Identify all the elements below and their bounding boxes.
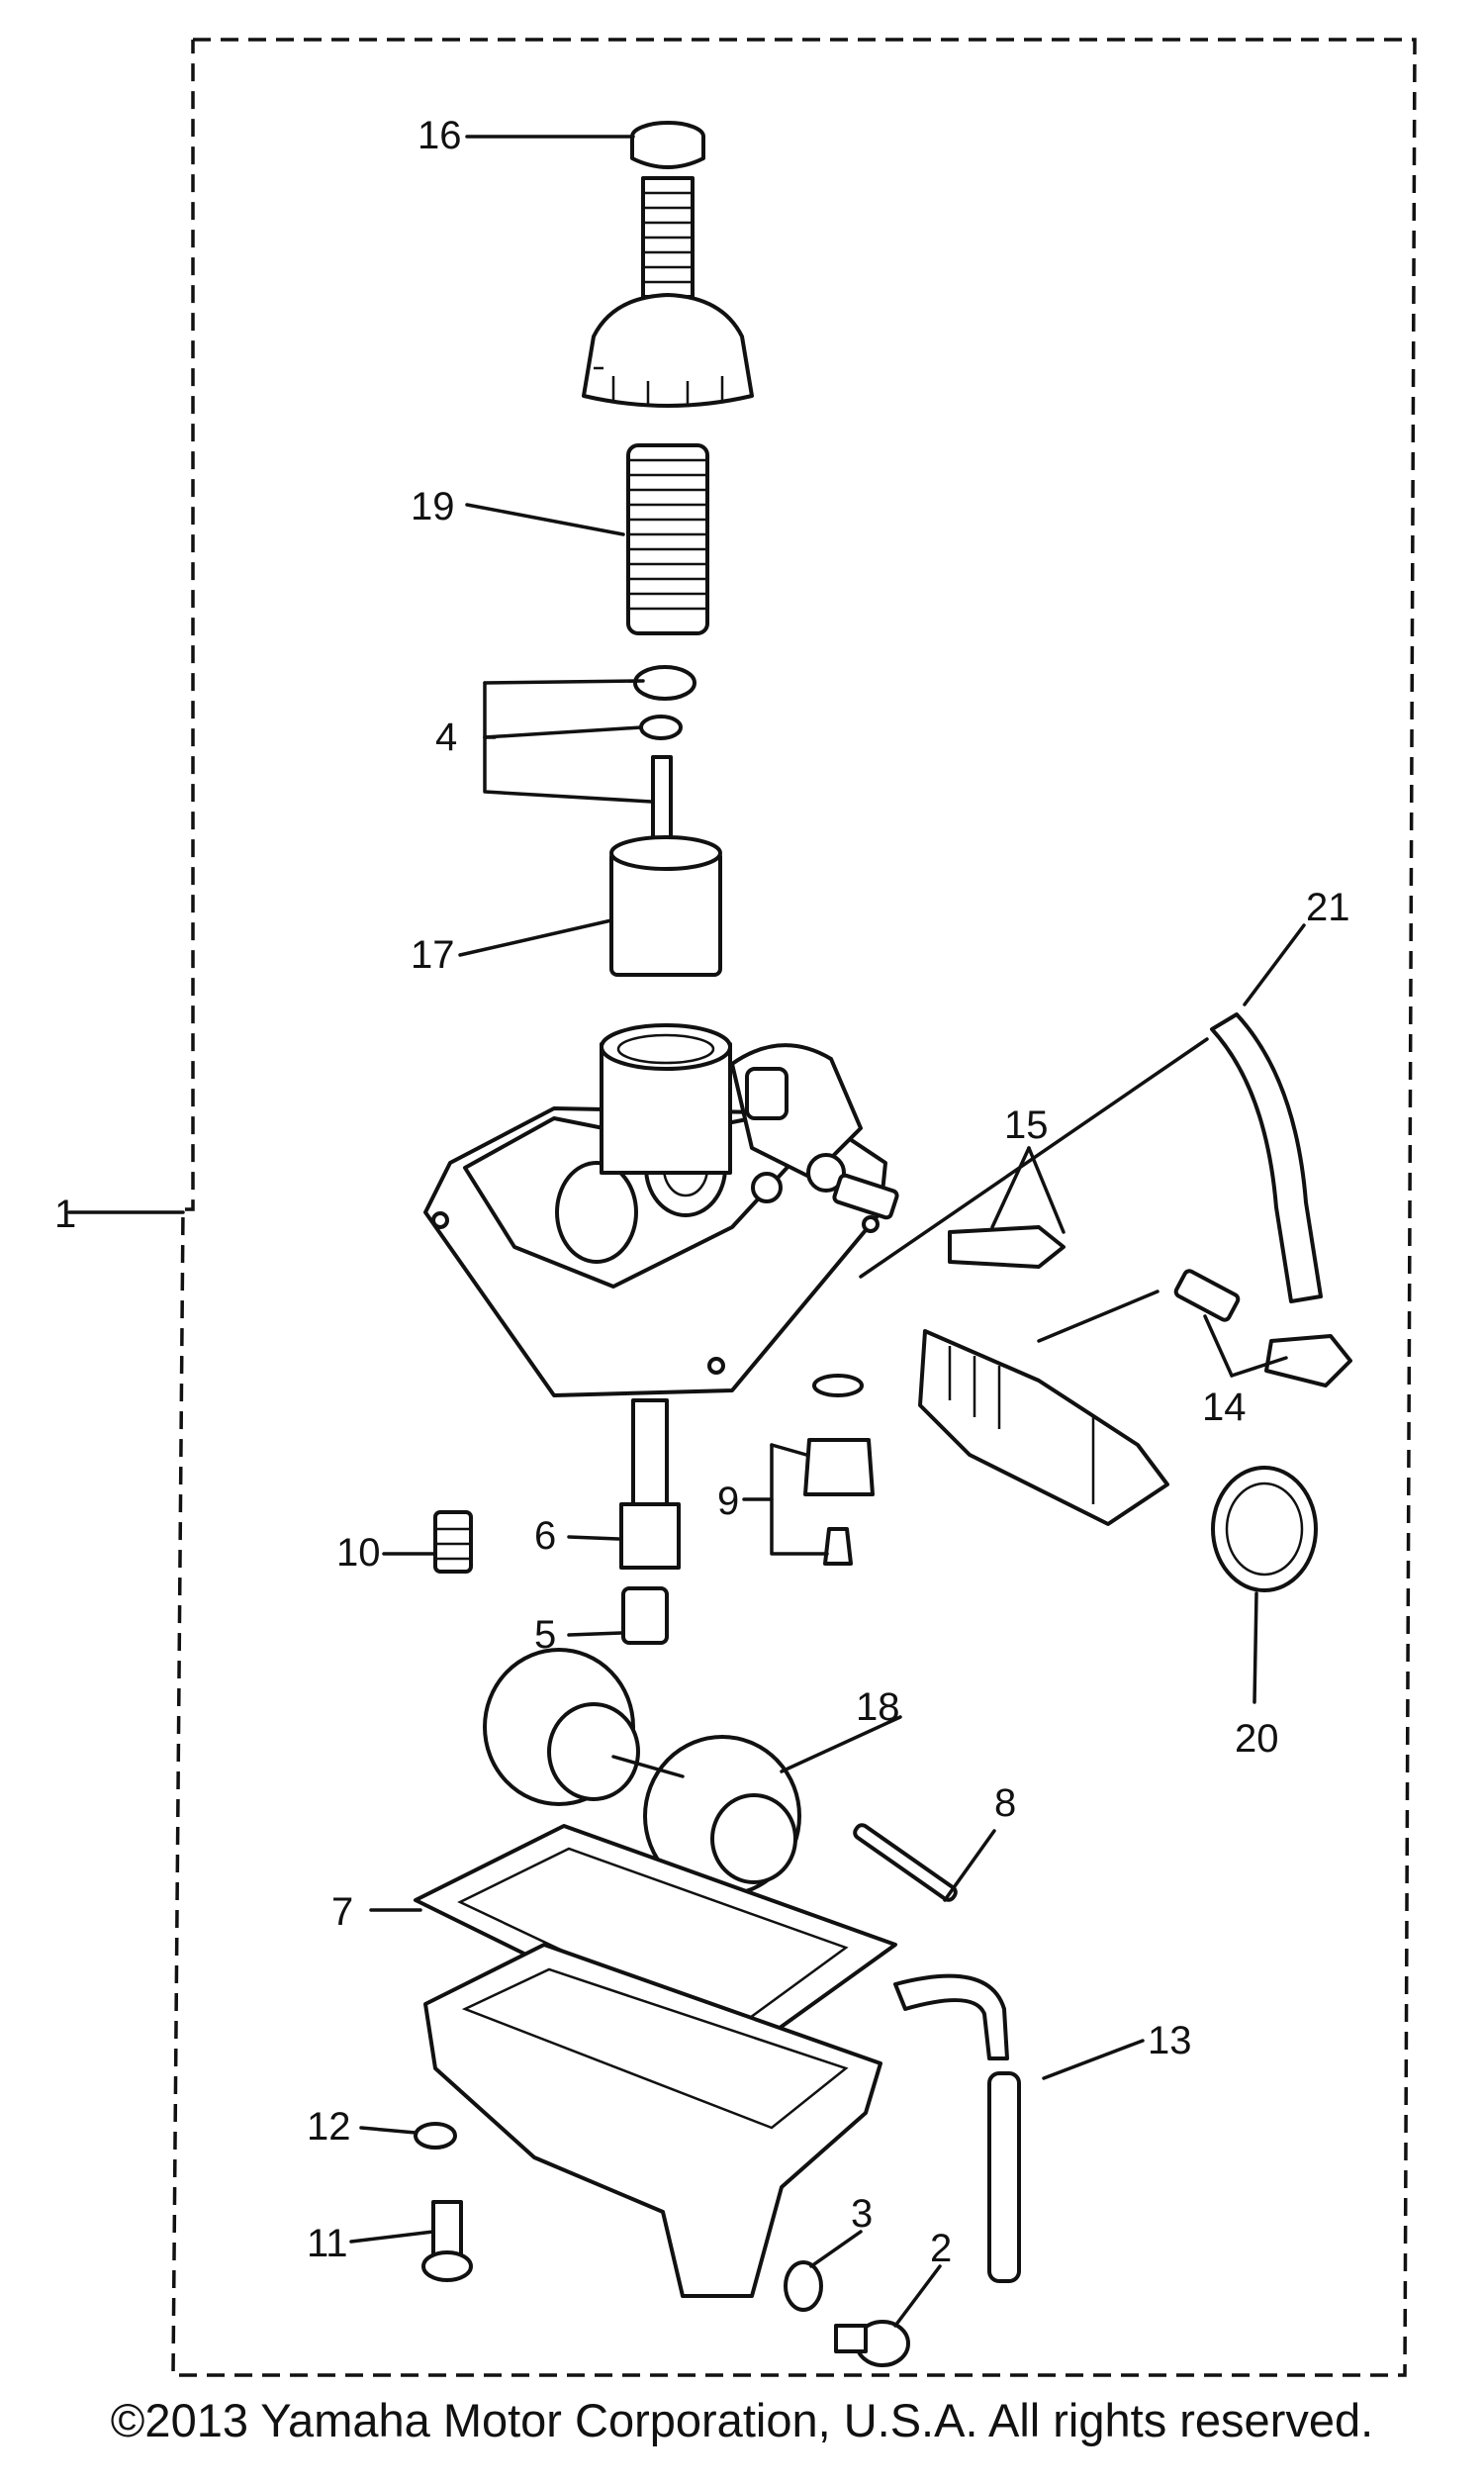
part-12-lock-washer (414, 2122, 457, 2150)
callout-19: 19 (411, 485, 455, 528)
callout-9: 9 (717, 1480, 739, 1523)
part-3-washer (784, 2260, 823, 2312)
callout-2: 2 (930, 2227, 952, 2270)
callout-18: 18 (856, 1685, 900, 1729)
callout-17: 17 (411, 933, 455, 977)
part-19-throttle-spring (626, 443, 709, 635)
callout-1: 1 (54, 1193, 76, 1236)
part-21-vent-tube (1210, 1012, 1323, 1303)
part-float-chamber (423, 1943, 882, 2298)
part-9-needle-valve-set (803, 1374, 875, 1566)
part-6-needle-jet (619, 1398, 681, 1570)
callout-21: 21 (1306, 886, 1350, 929)
callout-3: 3 (851, 2192, 873, 2236)
part-10-pilot-jet (433, 1510, 473, 1574)
callout-7: 7 (331, 1890, 353, 1934)
part-2-drain-screw (834, 2320, 910, 2367)
part-14-throttle-stop-screw (1173, 1269, 1352, 1387)
copyright-notice: ©2013 Yamaha Motor Corporation, U.S.A. A… (110, 2394, 1374, 2446)
callout-15: 15 (1004, 1103, 1049, 1147)
callout-4: 4 (435, 716, 457, 759)
callout-13: 13 (1148, 2019, 1192, 2062)
part-5-main-jet (621, 1586, 669, 1645)
part-8-float-pin (853, 1823, 958, 1902)
callout-8: 8 (994, 1781, 1016, 1825)
assembly-boundary (171, 38, 1417, 2377)
callout-6: 6 (534, 1514, 556, 1558)
part-mixing-chamber-cap (582, 176, 754, 408)
callout-leader-lines (67, 135, 1306, 2328)
part-carburetor-body (423, 1023, 887, 1397)
callout-5: 5 (534, 1613, 556, 1657)
callout-12: 12 (307, 2105, 351, 2149)
part-4-jet-needle-set (633, 665, 696, 848)
part-11-screw (421, 2200, 473, 2282)
callout-20: 20 (1235, 1717, 1279, 1761)
callout-14: 14 (1202, 1386, 1247, 1429)
part-18-float (483, 1648, 801, 1897)
callout-11: 11 (307, 2222, 348, 2265)
callout-10: 10 (336, 1531, 381, 1575)
callout-16: 16 (417, 114, 462, 157)
part-15-air-screw (832, 1173, 1066, 1269)
part-17-throttle-valve (609, 835, 722, 977)
part-16-cap-nut (630, 121, 705, 169)
part-13-drain-tube (893, 1973, 1021, 2283)
part-20-starter-plunger (918, 1329, 1318, 1592)
